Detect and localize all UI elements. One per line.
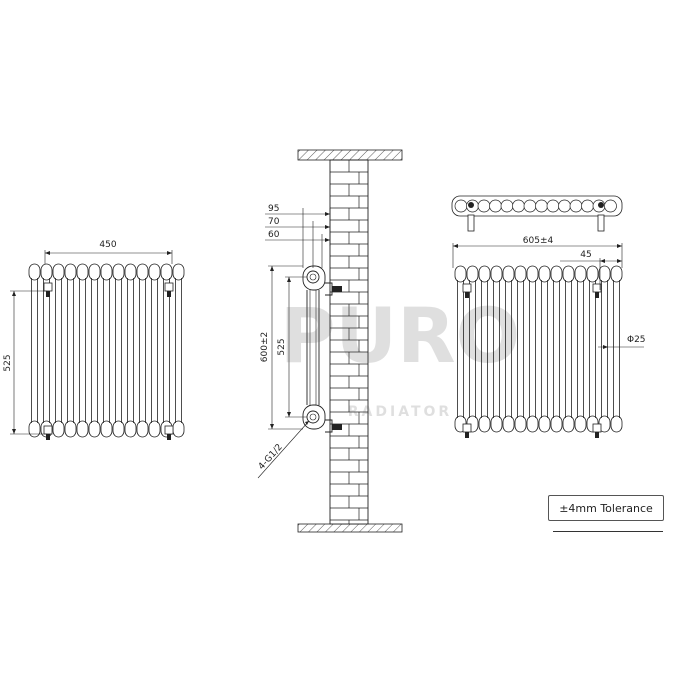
tolerance-label: ±4mm Tolerance — [559, 501, 653, 515]
plan-valve-left — [468, 202, 474, 208]
rear-section — [514, 265, 527, 433]
side-total-height-label: 600±2 — [260, 332, 270, 362]
rear-valve-top-right — [592, 283, 602, 298]
rear-section — [454, 265, 467, 433]
plan-column — [523, 199, 537, 213]
front-valve-bottom-right — [164, 425, 174, 440]
dim-60-label: 60 — [268, 230, 280, 240]
front-section — [28, 263, 41, 438]
rear-diameter-dimension: Φ25 — [598, 335, 646, 349]
dim-70-label: 70 — [268, 217, 280, 227]
front-valve-top-right — [164, 282, 174, 297]
plan-column — [558, 199, 571, 213]
connection-label: 4-G1/2 — [257, 442, 285, 472]
rear-valve-top-left — [462, 283, 472, 298]
side-centres-label: 525 — [277, 338, 287, 355]
plan-column — [604, 199, 617, 213]
plan-column — [546, 199, 560, 213]
front-width-label: 450 — [99, 240, 116, 250]
plan-column — [454, 199, 468, 213]
plan-column — [477, 199, 491, 213]
plan-view-radiator — [451, 195, 623, 232]
rear-section — [574, 265, 587, 433]
ceiling-hatch — [297, 149, 403, 161]
rear-view-radiator — [454, 265, 623, 438]
front-valve-top-left — [43, 282, 53, 297]
front-section — [88, 263, 101, 438]
plan-foot-right — [597, 214, 605, 232]
connection-leader: 4-G1/2 — [257, 420, 310, 479]
front-view-height-dimension: 525 — [3, 290, 47, 435]
rear-offset-label: 45 — [580, 250, 591, 260]
plan-column — [489, 199, 502, 213]
front-section — [148, 263, 161, 438]
watermark-sub: RADIATOR — [348, 404, 452, 420]
dim-95-label: 95 — [268, 204, 279, 214]
front-height-label: 525 — [3, 354, 13, 371]
rear-valve-bottom-left — [462, 423, 472, 438]
rear-section — [526, 265, 539, 433]
front-section — [100, 263, 113, 438]
rear-width-label: 605±4 — [523, 236, 554, 246]
rear-section — [490, 265, 503, 433]
plan-column — [581, 199, 594, 213]
rear-section — [538, 265, 551, 433]
rear-section — [562, 265, 575, 433]
front-valve-bottom-left — [43, 425, 53, 440]
brick-wall — [329, 159, 369, 525]
rear-section — [502, 265, 515, 433]
plan-column — [535, 199, 548, 213]
plan-foot-left — [467, 214, 475, 232]
floor-hatch — [297, 523, 403, 533]
plan-valve-right — [598, 202, 604, 208]
side-height-dimensions: 600±2 525 — [260, 265, 307, 430]
watermark: PURO RADIATOR — [280, 291, 521, 420]
front-view-width-dimension: 450 — [44, 240, 173, 264]
plan-column — [500, 199, 514, 213]
rear-section — [550, 265, 563, 433]
rear-offset-dimension: 45 — [560, 250, 622, 290]
rear-valve-bottom-right — [592, 423, 602, 438]
plan-column — [512, 199, 525, 213]
plan-column — [569, 199, 583, 213]
watermark-main: PURO — [280, 291, 521, 380]
rear-diameter-label: Φ25 — [627, 335, 646, 345]
rear-section — [610, 265, 623, 433]
side-view-radiator — [302, 265, 342, 433]
front-section — [52, 263, 65, 438]
front-section — [136, 263, 149, 438]
front-section — [76, 263, 89, 438]
tolerance-underline — [553, 531, 663, 532]
rear-section — [478, 265, 491, 433]
tolerance-box: ±4mm Tolerance — [548, 495, 664, 521]
front-section — [112, 263, 125, 438]
rear-section — [598, 265, 611, 433]
rear-width-dimension: 605±4 — [452, 236, 623, 268]
side-depth-dimensions: 95 70 60 — [265, 204, 331, 268]
front-section — [124, 263, 137, 438]
front-section — [172, 263, 185, 438]
front-view-radiator — [28, 263, 185, 440]
front-section — [64, 263, 77, 438]
